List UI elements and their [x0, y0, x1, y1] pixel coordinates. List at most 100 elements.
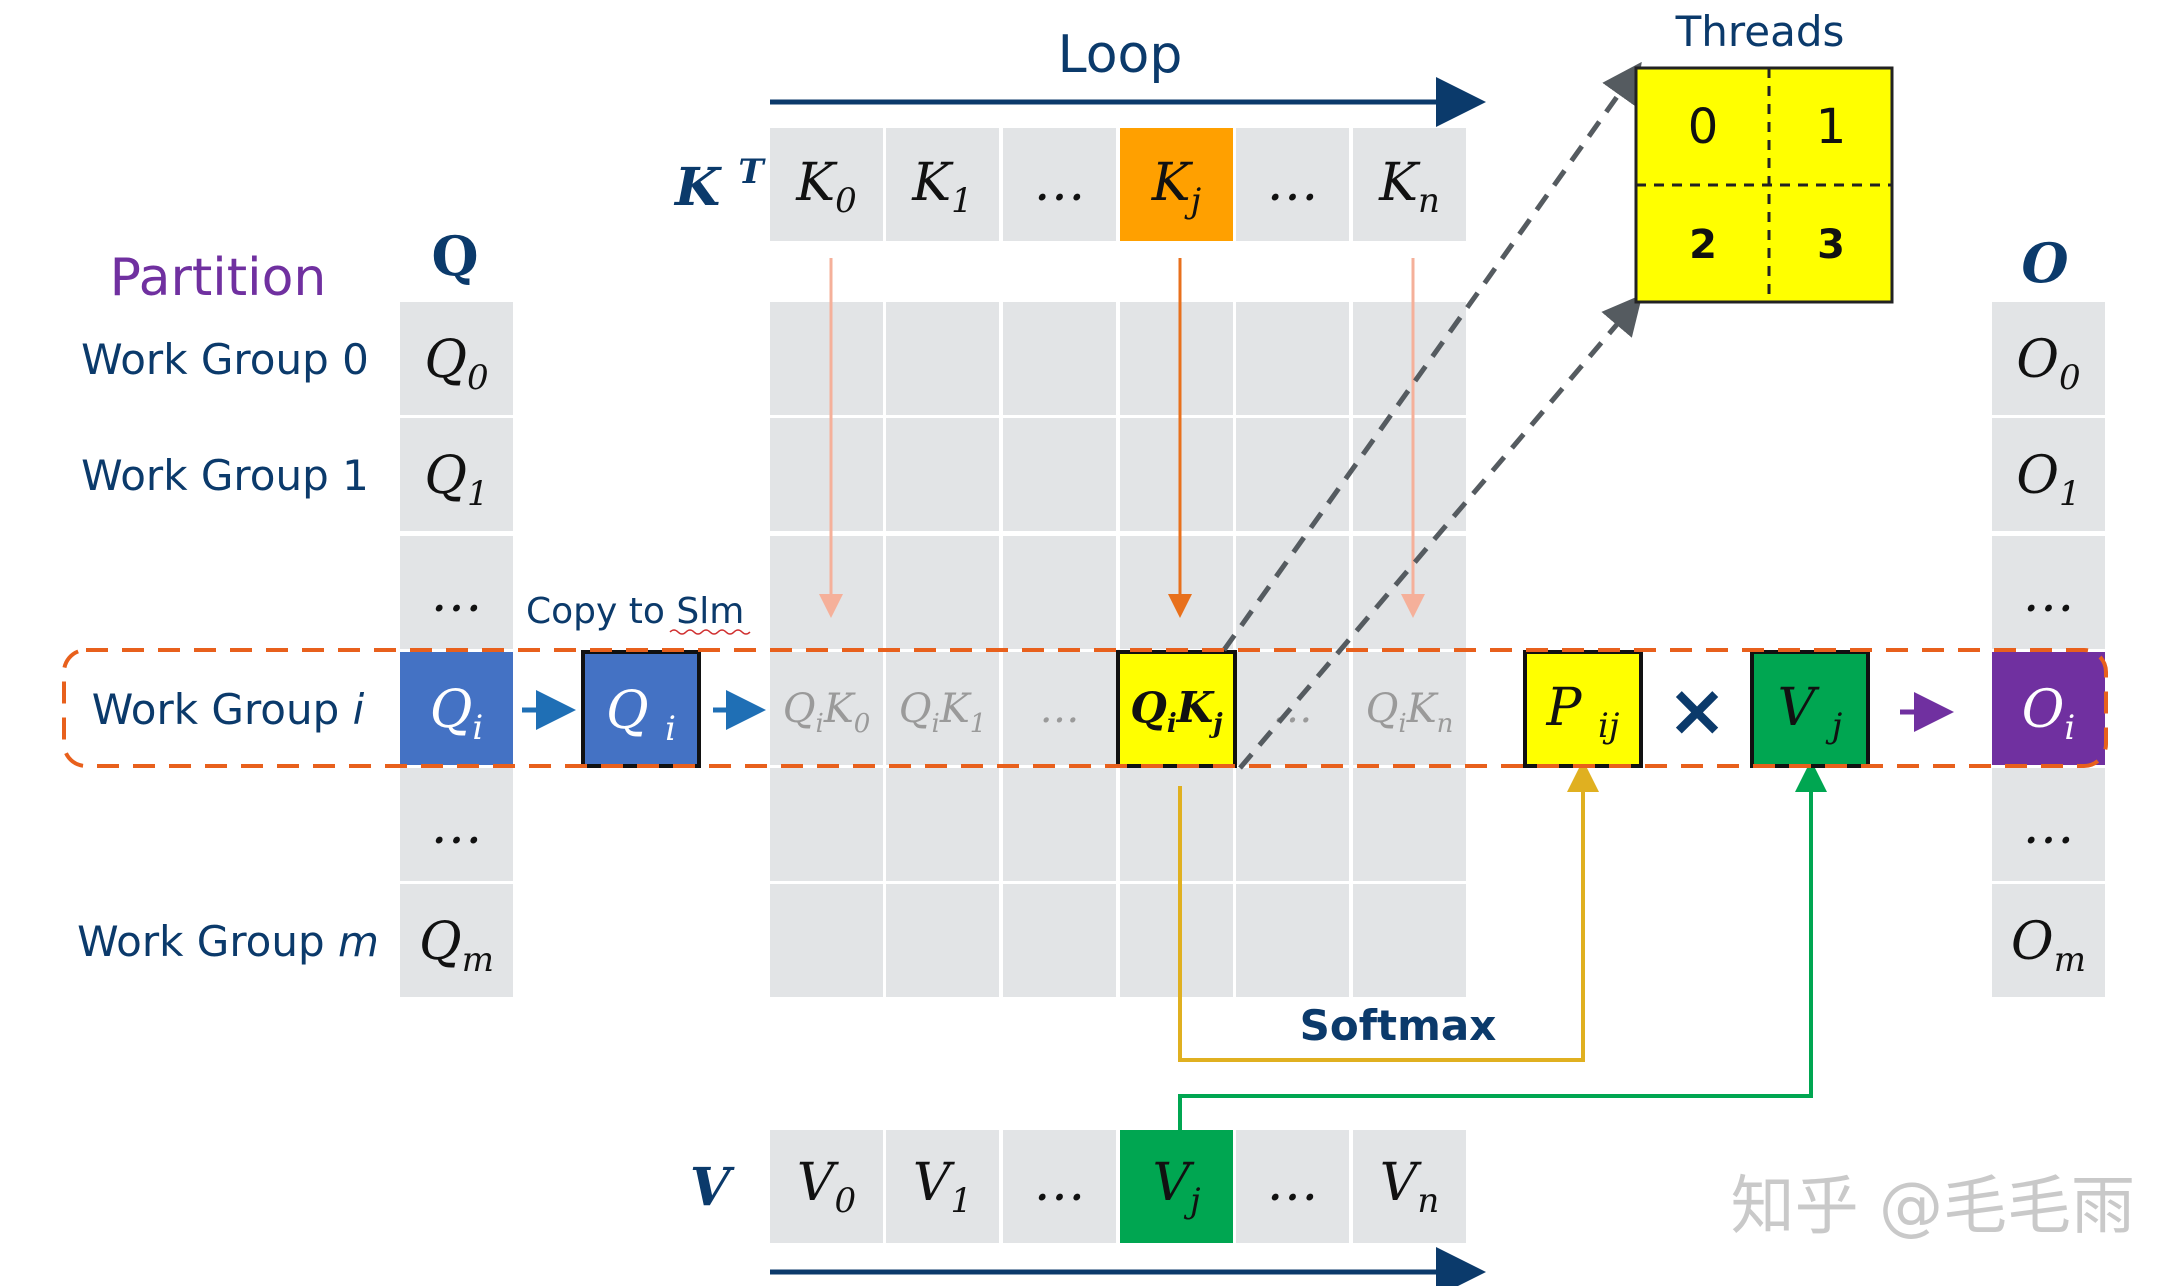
- v-label-1-sub: 1: [950, 1181, 972, 1221]
- qk-label-5-b-sub: n: [1437, 709, 1454, 739]
- q-cell-2: [400, 536, 513, 649]
- score-cell: [1236, 536, 1349, 649]
- thread-2: 2: [1689, 222, 1717, 268]
- o-label-2-base: …: [2023, 564, 2075, 624]
- score-cell: [1003, 884, 1116, 997]
- o-label-3-sub: i: [2064, 708, 2075, 748]
- o-cell-5: [1992, 884, 2105, 997]
- k-label-1-base: K: [911, 153, 954, 213]
- k-label-1-sub: 1: [951, 181, 973, 221]
- q-header: Q: [431, 224, 478, 288]
- thread-projection-line-lower: [1238, 294, 1643, 770]
- v-cell-1: [886, 1130, 999, 1243]
- v-label-0-base: V: [797, 1153, 839, 1213]
- threads-label: Threads: [1675, 7, 1845, 56]
- o-cell-1: [1992, 418, 2105, 531]
- q-cell-1: [400, 418, 513, 531]
- o-cell-4: [1992, 768, 2105, 881]
- work-group-i-highlight: [62, 648, 2108, 768]
- score-cell: [1120, 418, 1233, 531]
- q-cell-5: [400, 884, 513, 997]
- qk-label-1-b: K: [939, 686, 972, 732]
- score-cell: [1120, 302, 1233, 415]
- v-cell-3: [1120, 1130, 1233, 1243]
- score-cell: [1120, 768, 1233, 881]
- qk-label-5-b: K: [1406, 686, 1439, 732]
- k-label-5: Kn: [1378, 153, 1440, 221]
- q-label-1-base: Q: [424, 446, 467, 506]
- v-label-0-sub: 0: [834, 1181, 856, 1221]
- score-cell: [886, 768, 999, 881]
- q-cell-0: [400, 302, 513, 415]
- q-label-5-sub: m: [462, 940, 494, 980]
- score-cell: [770, 884, 883, 997]
- partition-label: Partition: [110, 248, 327, 308]
- p-base: P: [1546, 678, 1583, 738]
- q-label-2: …: [431, 564, 483, 624]
- o-label-1-sub: 1: [2059, 474, 2081, 514]
- o-label-1: O1: [2016, 446, 2080, 514]
- o-label-3-base: O: [2022, 680, 2065, 740]
- o-label-0: O0: [2016, 330, 2080, 398]
- qk-label-3-b: K: [1176, 683, 1215, 732]
- v-label-4-base: …: [1267, 1153, 1319, 1213]
- work-group-label-0: Work Group 0: [81, 335, 369, 384]
- k-label-5-base: K: [1378, 153, 1421, 213]
- k-label-3: Kj: [1151, 153, 1202, 221]
- score-cell: [1120, 536, 1233, 649]
- score-cell: [886, 536, 999, 649]
- v-cell-4: [1236, 1130, 1349, 1243]
- o-label-5-sub: m: [2054, 940, 2086, 980]
- score-cell: [770, 652, 883, 765]
- qk-label-0-a-sub: i: [816, 709, 824, 739]
- k-cell-4: [1236, 128, 1349, 241]
- v-label-3-base: V: [1152, 1153, 1194, 1213]
- o-label-5-base: O: [2011, 912, 2054, 972]
- qk-label-5-a: Q: [1366, 686, 1399, 732]
- k-label-2-base: …: [1034, 153, 1086, 213]
- qk-label-1-a: Q: [899, 686, 932, 732]
- score-cell: [1236, 652, 1349, 765]
- work-group-label-3-var: i: [353, 685, 365, 734]
- q-label-5: Qm: [419, 912, 494, 980]
- k-label-4: …: [1267, 153, 1319, 213]
- q-label-3-sub: i: [472, 708, 483, 748]
- k-label-1: K1: [911, 153, 973, 221]
- o-label-0-base: O: [2016, 330, 2059, 390]
- k-cell-1: [886, 128, 999, 241]
- score-cell: [1353, 418, 1466, 531]
- v-path: [1178, 760, 1827, 1130]
- softmax-label: Softmax: [1300, 1001, 1497, 1050]
- score-cell: [1003, 536, 1116, 649]
- score-cell: [1236, 768, 1349, 881]
- qk-label-5: QiKn: [1366, 686, 1454, 739]
- score-cell: [886, 884, 999, 997]
- score-cell: [886, 302, 999, 415]
- qk-label-0-b: K: [823, 686, 856, 732]
- q-label-0-sub: 0: [467, 358, 489, 398]
- qk-label-2-a: …: [1040, 686, 1080, 732]
- softmax-path: [1178, 760, 1599, 1062]
- q-label-3-base: Q: [430, 680, 473, 740]
- q-label-1: Q1: [424, 446, 488, 514]
- q-label-3: Qi: [430, 680, 484, 748]
- v-label-5-base: V: [1380, 1153, 1422, 1213]
- work-group-label-5-var: m: [338, 917, 379, 966]
- q-label-5-base: Q: [419, 912, 462, 972]
- work-group-label-5-base: Work Group: [77, 917, 338, 966]
- qk-label-1: QiK1: [899, 686, 987, 739]
- o-cell-2: [1992, 536, 2105, 649]
- v-label-1-base: V: [913, 1153, 955, 1213]
- score-cell: [1120, 884, 1233, 997]
- k-label-3-base: K: [1151, 153, 1194, 213]
- times-symbol: ×: [1667, 668, 1727, 752]
- o-label-2: …: [2023, 564, 2075, 624]
- p-sub: ij: [1598, 706, 1620, 746]
- k-cell-5: [1353, 128, 1466, 241]
- q-label-1-sub: 1: [467, 474, 489, 514]
- q-label-0-base: Q: [424, 330, 467, 390]
